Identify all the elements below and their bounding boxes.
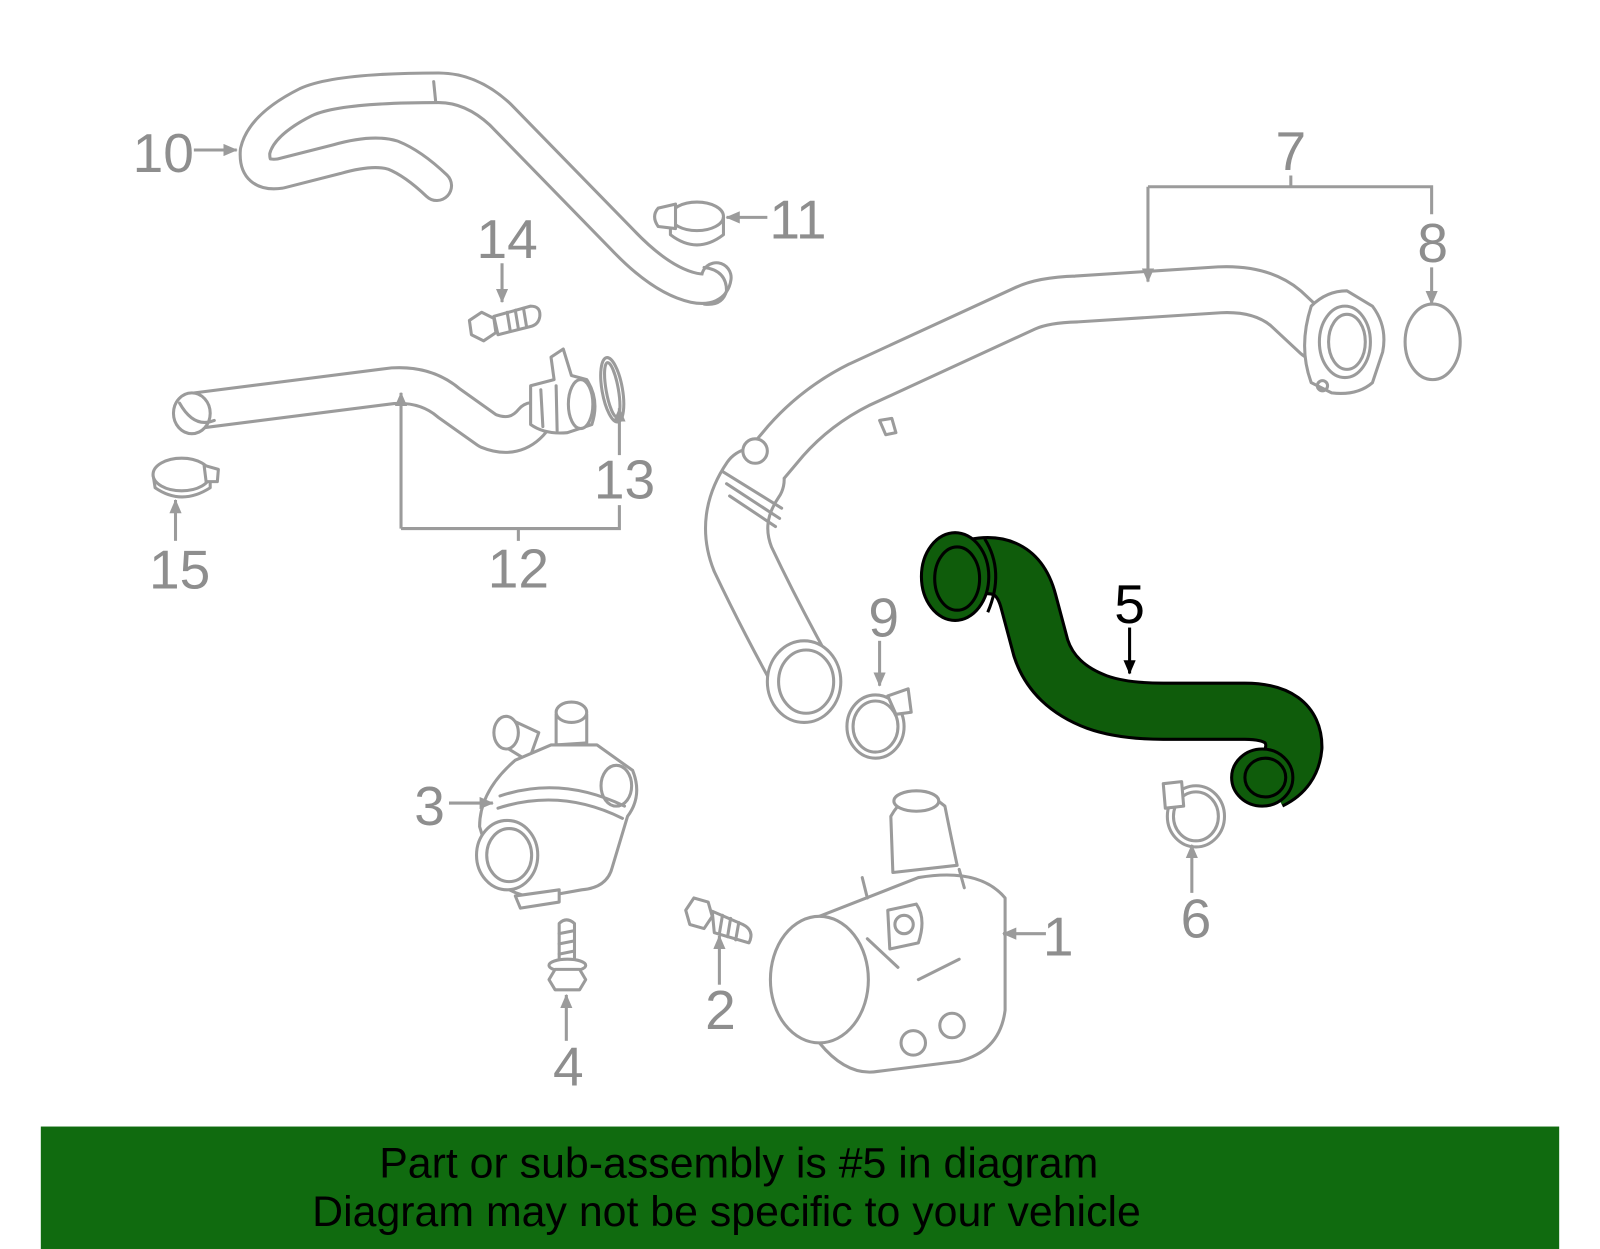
part-13-o-ring [599,356,626,424]
callout-13: 13 [594,449,655,511]
banner-background [40,1126,1560,1249]
callout-11: 11 [769,188,826,250]
part-12-hose [171,347,597,454]
part-11-clamp [653,200,725,247]
banner-line-2: Diagram may not be specific to your vehi… [312,1188,1141,1236]
part-14-bolt [467,304,542,343]
callout-3: 3 [414,775,445,837]
callout-9: 9 [868,586,899,648]
bracket-12 [401,505,621,541]
part-15-clamp [151,456,220,499]
part-3-housing [475,700,639,910]
callout-6: 6 [1181,887,1212,949]
callout-7: 7 [1275,120,1306,182]
callout-14: 14 [477,208,538,270]
callout-8: 8 [1417,212,1448,274]
part-1-water-pump [768,789,1007,1074]
part-7-pipe [704,265,1386,724]
part-4-bolt [547,918,588,992]
callout-10: 10 [133,122,194,184]
callout-2: 2 [705,979,736,1041]
callout-4: 4 [553,1035,584,1097]
callout-labels: 1 2 3 4 5 6 7 8 9 10 11 12 13 14 15 [133,120,1448,1097]
part-9-clamp [845,687,913,760]
callout-leaders [169,143,1438,1041]
callout-5: 5 [1114,573,1145,635]
callout-12: 12 [488,537,549,599]
part-8-o-ring [1403,302,1462,382]
part-10-hose [238,71,733,306]
part-5-hose-highlighted [919,531,1324,808]
callout-1: 1 [1043,906,1074,968]
part-6-clamp [1161,780,1227,849]
banner-line-1: Part or sub-assembly is #5 in diagram [379,1139,1098,1187]
callout-15: 15 [149,538,210,600]
part-2-bolt [684,896,753,945]
info-banner: Part or sub-assembly is #5 in diagram Di… [40,1126,1560,1249]
bracket-7 [1147,175,1434,215]
